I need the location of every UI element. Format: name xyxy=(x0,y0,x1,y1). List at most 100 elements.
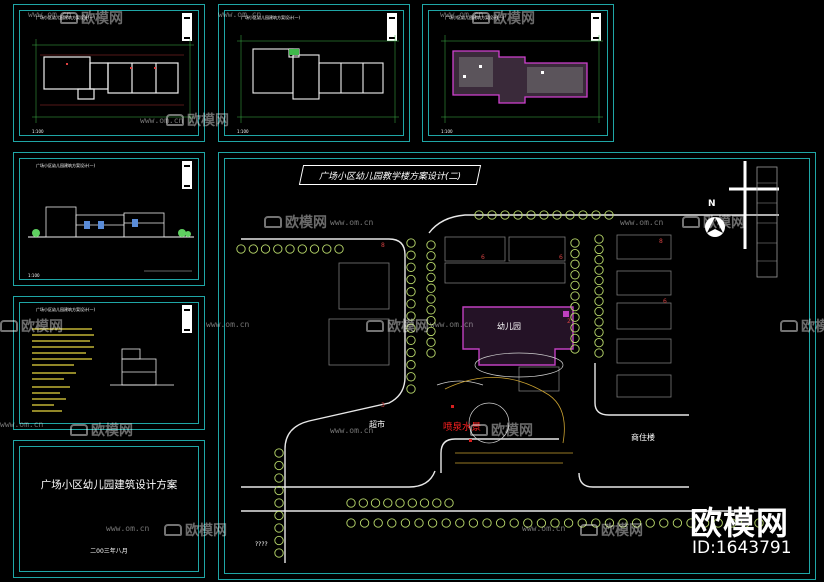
tree-symbol xyxy=(618,518,628,528)
sheet-header: 广场小区幼儿园建筑方案设计(一) xyxy=(241,15,301,20)
corner-brand-id: ID:1643791 xyxy=(692,538,792,558)
watermark-logo: 欧模网 xyxy=(682,212,745,232)
tree-symbol xyxy=(358,498,368,508)
north-label: N xyxy=(708,199,716,209)
watermark-text: 欧模网 xyxy=(185,523,227,539)
elevation-drawing: 1:100 xyxy=(28,206,194,278)
tree-symbol xyxy=(526,210,536,220)
sheet-design-notes[interactable]: 广场小区幼儿园建筑方案设计(一) xyxy=(13,296,205,430)
watermark-url: www.om.cn xyxy=(440,10,484,19)
sheet-floor-plan-2[interactable]: 广场小区幼儿园建筑方案设计(一) 1:100 xyxy=(218,4,410,142)
logo-icon xyxy=(366,320,384,332)
tree-symbol xyxy=(713,518,723,528)
watermark-text: 欧模网 xyxy=(601,523,643,539)
svg-text:8: 8 xyxy=(659,238,663,245)
tree-symbol xyxy=(274,548,284,558)
logo-icon xyxy=(470,424,488,436)
tree-symbol xyxy=(550,518,560,528)
sheet-cover[interactable]: 广场小区幼儿园建筑设计方案 二00三年八月 xyxy=(13,440,205,578)
watermark-url: www.om.cn xyxy=(106,524,150,533)
tree-symbol xyxy=(426,240,436,250)
tree-symbol xyxy=(594,337,604,348)
tree-symbol xyxy=(273,244,283,254)
tree-symbol xyxy=(370,498,381,508)
cover-title: 广场小区幼儿园建筑设计方案 xyxy=(40,479,178,491)
tree-symbol xyxy=(427,518,438,528)
sheet-floor-plan-1[interactable]: 广场小区幼儿园建筑方案设计(一) 1:100 xyxy=(13,4,205,142)
tree-symbol xyxy=(387,518,397,528)
tree-symbol xyxy=(426,315,436,326)
tree-symbol xyxy=(444,498,454,508)
tree-symbol xyxy=(406,238,416,248)
tree-symbol xyxy=(406,274,416,285)
tree-symbol xyxy=(570,344,580,354)
sheet-header: 广场小区幼儿园建筑方案设计(一) xyxy=(36,15,96,20)
sheet-inner-frame xyxy=(428,10,608,136)
tree-symbol xyxy=(383,498,393,508)
tree-symbol xyxy=(406,360,416,370)
tree-symbol xyxy=(570,312,580,322)
watermark-text: 欧模网 xyxy=(81,11,123,27)
tree-symbol xyxy=(274,473,284,483)
watermark-text: 欧模网 xyxy=(491,423,533,439)
sheet-inner-frame xyxy=(19,10,199,136)
sheet-header: 广场小区幼儿园建筑方案设计(一) xyxy=(445,15,505,20)
tree-symbol xyxy=(539,210,549,220)
title-bar-icon xyxy=(387,13,397,41)
tree-symbol xyxy=(426,272,436,283)
watermark-url: www.om.cn xyxy=(0,420,44,429)
tree-symbol xyxy=(699,518,710,528)
kindergarten-label: 幼儿园 xyxy=(497,322,521,331)
watermark-url: www.om.cn xyxy=(28,10,72,19)
tree-symbol xyxy=(500,210,510,220)
tree-symbol xyxy=(406,287,416,297)
tree-symbol xyxy=(570,291,580,301)
tree-symbol xyxy=(754,518,764,528)
svg-text:1:100: 1:100 xyxy=(237,129,249,134)
tree-symbol xyxy=(406,250,416,260)
tree-symbol xyxy=(594,327,604,337)
tree-symbol xyxy=(406,384,416,394)
watermark-url: www.om.cn xyxy=(206,320,250,329)
sheet-elevation[interactable]: 广场小区幼儿园建筑方案设计(一) 1:100 xyxy=(13,152,205,286)
tree-symbol xyxy=(594,296,604,306)
tree-symbol xyxy=(594,317,604,327)
tree-symbol xyxy=(570,259,580,269)
floor-plan-drawing: 1:100 xyxy=(32,39,194,134)
tree-symbol xyxy=(604,518,615,528)
logo-icon xyxy=(780,320,798,332)
tree-symbol xyxy=(406,372,416,382)
tree-symbol xyxy=(594,255,604,265)
tree-symbol xyxy=(373,518,383,528)
tree-symbol xyxy=(631,518,642,528)
tree-symbol xyxy=(426,283,436,293)
watermark-text: 欧模网 xyxy=(285,215,327,231)
tree-symbol xyxy=(604,210,614,220)
logo-icon xyxy=(166,114,184,126)
tree-symbol xyxy=(552,210,562,220)
svg-text:3: 3 xyxy=(381,402,385,409)
tree-symbol xyxy=(400,518,411,528)
tree-symbol xyxy=(426,348,436,358)
title-bar-icon xyxy=(182,13,192,41)
watermark-url: www.om.cn xyxy=(620,218,664,227)
tree-symbol xyxy=(487,210,497,220)
tree-symbol xyxy=(591,210,601,220)
svg-text:1:100: 1:100 xyxy=(441,129,453,134)
sheet-roof-plan[interactable]: 广场小区幼儿园建筑方案设计(一) 1:100 xyxy=(422,4,614,142)
tree-symbol xyxy=(395,498,405,508)
tree-symbol xyxy=(570,323,580,333)
tree-symbol xyxy=(570,333,580,344)
sheet-header: 广场小区幼儿园建筑方案设计(一) xyxy=(36,307,96,312)
tree-symbol xyxy=(426,251,436,261)
tree-symbol xyxy=(672,518,683,528)
tree-symbol xyxy=(274,498,284,508)
notes-drawing xyxy=(32,328,174,412)
tree-symbol xyxy=(513,210,523,220)
tree-symbol xyxy=(432,498,442,508)
commercial-label: 商住楼 xyxy=(631,433,655,442)
tree-symbol xyxy=(495,518,506,528)
tree-symbol xyxy=(406,299,416,309)
watermark-logo: 欧模网 xyxy=(60,8,123,28)
